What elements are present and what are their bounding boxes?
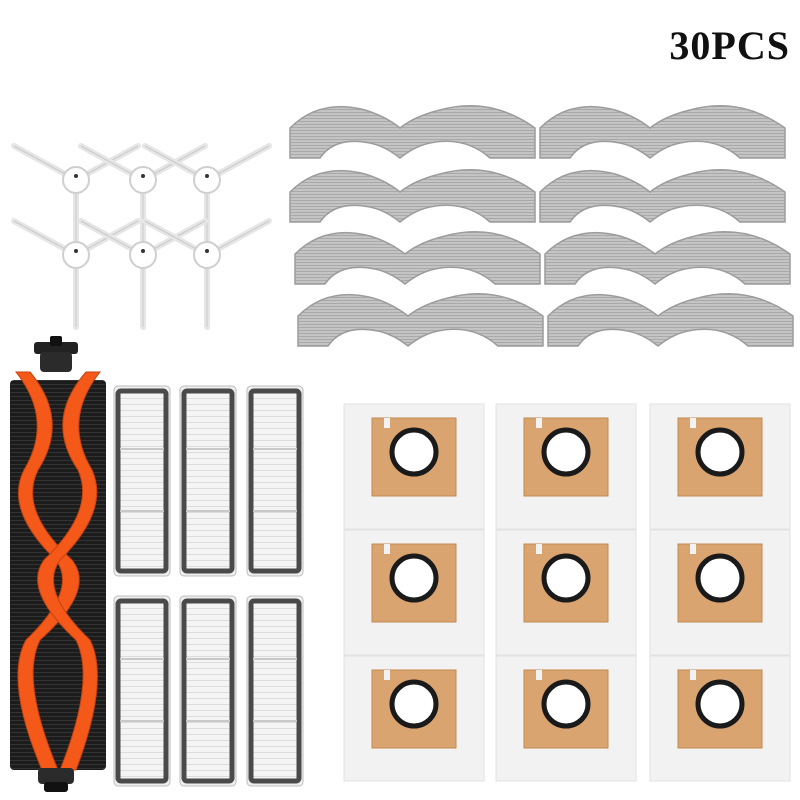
mop-pad — [297, 292, 544, 347]
dust-bag — [344, 530, 484, 655]
mop-pad — [294, 230, 541, 285]
piece-count-badge: 30PCS — [669, 23, 790, 68]
dust-bag — [650, 404, 790, 529]
mop-pad — [539, 104, 786, 159]
hepa-filter — [114, 386, 170, 576]
hepa-filter — [180, 596, 236, 786]
hepa-filter — [247, 386, 303, 576]
hepa-filter — [247, 596, 303, 786]
mop-pad — [289, 104, 536, 159]
dust-bags — [344, 404, 790, 781]
dust-bag — [344, 404, 484, 529]
dust-bag — [496, 404, 636, 529]
mop-pad — [289, 168, 536, 223]
side-brush — [14, 146, 138, 252]
mop-pads — [289, 104, 794, 347]
dust-bag — [496, 656, 636, 781]
mop-pad — [547, 292, 794, 347]
dust-bag — [650, 530, 790, 655]
dust-bag — [650, 656, 790, 781]
hepa-filters — [114, 386, 303, 786]
main-roller-brush — [10, 336, 106, 792]
dust-bag — [496, 530, 636, 655]
hepa-filter — [114, 596, 170, 786]
side-brush — [81, 146, 205, 252]
dust-bag — [344, 656, 484, 781]
mop-pad — [544, 230, 791, 285]
mop-pad — [539, 168, 786, 223]
hepa-filter — [180, 386, 236, 576]
side-brush — [145, 146, 269, 252]
side-brushes — [14, 146, 269, 327]
